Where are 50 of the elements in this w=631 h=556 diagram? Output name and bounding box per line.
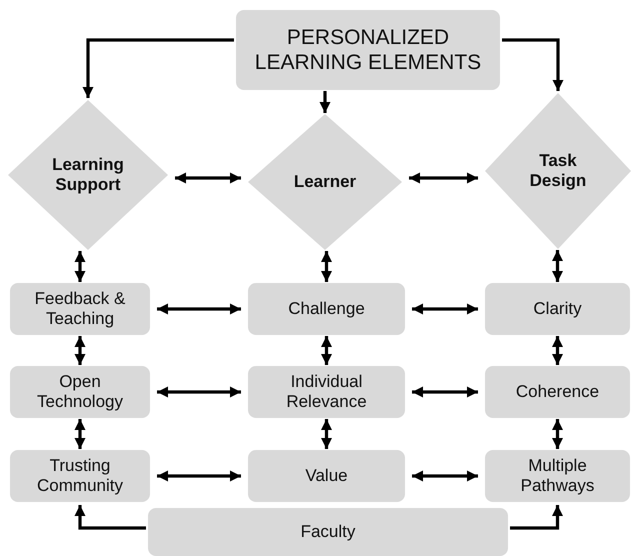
arrow: [157, 303, 241, 315]
process-box: [148, 508, 508, 556]
box-label: Individual Relevance: [285, 372, 368, 412]
process-box: [485, 366, 630, 418]
box-label: Clarity: [533, 298, 582, 320]
arrow: [74, 419, 86, 449]
arrow: [157, 386, 241, 398]
box-label: Feedback & Teaching: [34, 288, 126, 330]
process-box: [248, 283, 405, 335]
arrow: [157, 470, 241, 482]
arrow: [74, 251, 86, 282]
diamond-label: Learning Support: [51, 154, 125, 196]
process-box: [485, 283, 630, 335]
box-label: Coherence: [516, 382, 600, 402]
arrow: [320, 336, 332, 365]
arrow: [552, 336, 564, 365]
box-label: Trusting Community: [36, 456, 124, 496]
arrow: [409, 172, 478, 184]
process-box: [248, 366, 405, 418]
diamond-label: Learner: [294, 172, 356, 192]
arrow: [82, 38, 234, 98]
box-label: Challenge: [288, 298, 365, 320]
decision-diamond: [248, 114, 402, 250]
process-box: [10, 366, 150, 418]
arrow: [74, 505, 146, 530]
process-box: [485, 450, 630, 502]
arrow: [552, 419, 564, 449]
arrow: [175, 172, 241, 184]
arrow: [412, 386, 478, 398]
arrow: [552, 250, 564, 282]
box-label: Faculty: [300, 522, 356, 542]
arrow: [412, 470, 478, 482]
arrow: [510, 505, 564, 530]
box-label: Multiple Pathways: [520, 456, 596, 496]
decision-diamond: [485, 93, 631, 249]
process-box: [10, 450, 150, 502]
arrow: [502, 38, 564, 91]
arrow: [320, 251, 332, 282]
box-label: PERSONALIZED LEARNING ELEMENTS: [254, 24, 482, 76]
process-box: [236, 10, 500, 90]
arrow: [74, 336, 86, 365]
decision-diamond: [8, 100, 168, 250]
arrow: [320, 419, 332, 449]
box-label: Open Technology: [36, 372, 124, 412]
diamond-label: Task Design: [528, 150, 588, 192]
box-label: Value: [305, 466, 348, 486]
arrow: [319, 91, 331, 113]
process-box: [10, 283, 150, 335]
process-box: [248, 450, 405, 502]
arrow: [412, 303, 478, 315]
